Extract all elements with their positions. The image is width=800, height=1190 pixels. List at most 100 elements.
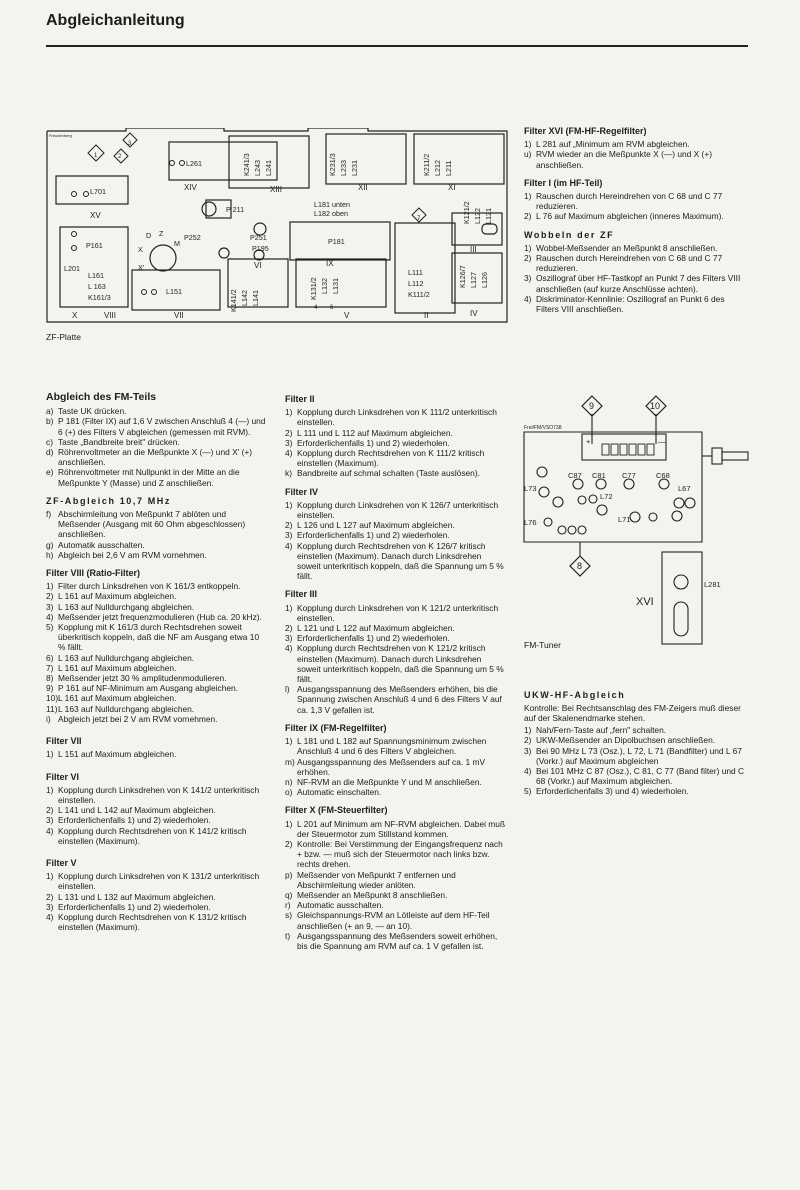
list-item: 4)Kopplung durch Rechtsdrehen von K 141/… [46, 826, 268, 846]
label-p161: P161 [86, 241, 103, 250]
item-text: Gleichspannungs-RVM an Lötleiste auf dem… [297, 910, 490, 931]
list-item: 4)Bei 101 MHz C 87 (Osz.), C 81, C 77 (B… [524, 766, 748, 786]
column-2: Filter II 1)Kopplung durch Linksdrehen v… [285, 394, 507, 951]
item-text: Kopplung durch Linksdrehen von K 111/2 u… [297, 407, 497, 428]
fm-tuner-diagram: Frei/FM/VSO738 9 10 8 + — C87 C81 C77 C6… [523, 395, 749, 645]
item-text: Röhrenvoltmeter an die Meßpunkte X (—) u… [58, 447, 253, 468]
item-key: t) [285, 930, 291, 941]
item-text: Automatic einschalten. [297, 787, 382, 798]
item-text: Abgleich jetzt bei 2 V am RVM vornehmen. [58, 713, 218, 724]
list-item: 5) Kopplung mit K 161/3 durch Rechtsdrehe… [46, 622, 268, 653]
item-text: Filter durch Linksdrehen von K 161/3 ent… [58, 581, 241, 592]
label-k1267: K126/7 [458, 265, 467, 288]
item-text: Bei 101 MHz C 87 (Osz.), C 81, C 77 (Ban… [536, 765, 745, 787]
item-text: L 163 auf Nulldurchgang abgleichen. [58, 652, 195, 663]
fm-heading: Abgleich des FM-Teils [46, 391, 157, 403]
zf-diagram-caption: ZF-Platte [46, 332, 81, 342]
item-text: Bandbreite auf schmal schalten (Taste au… [297, 468, 480, 479]
marker-1: 1 [94, 153, 98, 159]
item-text: L 151 auf Maximum abgleichen. [58, 749, 177, 760]
item-key: 5) [524, 786, 532, 797]
label-l122: L122 [473, 208, 482, 224]
item-key: q) [285, 889, 293, 900]
list-item: 2)Rauschen durch Hereindrehen von C 68 u… [524, 253, 748, 273]
tuner-maker-label: Frei/FM/VSO738 [524, 425, 562, 431]
item-key: p) [285, 869, 293, 880]
list-item: 3)L 163 auf Nulldurchgang abgleichen. [46, 602, 268, 612]
list-item: 2)L 161 auf Maximum abgleichen. [46, 591, 268, 601]
roman-xi: XI [448, 183, 456, 192]
item-key: 5) [46, 622, 54, 633]
filter-i-heading: Filter I (im HF-Teil) [524, 177, 603, 188]
item-text: P 161 auf NF-Minimum am Ausgang abgleich… [58, 683, 239, 694]
item-text: Rauschen durch Hereindrehen von C 68 und… [536, 191, 723, 212]
list-item: 3)Erforderlichenfalls 1) und 2) wiederho… [285, 633, 507, 643]
filter-viii-items: 1) Filter durch Linksdrehen von K 161/3 e… [46, 581, 268, 724]
list-item: g)Automatik ausschalten. [46, 540, 268, 550]
item-key: 1) [524, 242, 532, 253]
label-l127: L127 [469, 272, 478, 288]
label-z: Z [159, 229, 164, 238]
item-key: 1) [46, 581, 54, 592]
item-key: 3) [46, 601, 54, 612]
label-l241: L241 [264, 160, 273, 176]
item-text: Ausgangsspannung des Meßsenders soweit e… [297, 930, 498, 951]
filter-iii-items: 1)Kopplung durch Linksdrehen von K 121/2… [285, 603, 507, 715]
column-1: Abgleich des FM-Teils a)Taste UK drücken… [46, 392, 268, 932]
fm-items: a)Taste UK drücken.b)P 181 (Filter IX) a… [46, 406, 268, 488]
label-l111: L111 [408, 268, 423, 277]
label-c77: C77 [622, 471, 636, 480]
label-pt4: 4 [314, 305, 318, 311]
label-l71: L71 [618, 515, 631, 524]
list-item: 11)L 163 auf Nulldurchgang abgleichen. [46, 704, 268, 714]
list-item: h)Abgleich bei 2,6 V am RVM vornehmen. [46, 550, 268, 560]
label-k2313: K231/3 [328, 153, 337, 176]
item-key: n) [285, 776, 293, 787]
label-l231: L231 [350, 160, 359, 176]
item-text: RVM wieder an die Meßpunkte X (—) und X … [536, 149, 713, 170]
list-item: 2)L 131 und L 132 auf Maximum abgleichen… [46, 892, 268, 902]
list-item: 2)L 76 auf Maximum abgleichen (inneres M… [524, 211, 748, 221]
item-key: o) [285, 787, 293, 798]
item-key: 1) [285, 499, 293, 510]
item-text: Kopplung durch Rechtsdrehen von K 141/2 … [58, 825, 247, 846]
label-l281: L281 [704, 580, 721, 589]
item-key: u) [524, 149, 532, 160]
list-item: 3)Erforderlichenfalls 1) und 2) wiederho… [285, 438, 507, 448]
list-item: 1)Kopplung durch Linksdrehen von K 141/2… [46, 785, 268, 805]
item-key: 1) [46, 784, 54, 795]
item-text: L 131 und L 132 auf Maximum abgleichen. [58, 891, 216, 902]
roman-ix: IX [326, 259, 334, 268]
label-l701: L701 [90, 187, 106, 196]
filter-vi-items: 1)Kopplung durch Linksdrehen von K 141/2… [46, 785, 268, 846]
item-key: 10) [46, 693, 59, 704]
ukw-heading: UKW-HF-Abgleich [524, 690, 626, 700]
roman-v: V [344, 311, 350, 320]
item-text: L 163 auf Nulldurchgang abgleichen. [58, 703, 195, 714]
item-text: Kopplung durch Rechtsdrehen von K 131/2 … [58, 911, 247, 933]
item-text: Erforderlichenfalls 3) und 4) wiederhole… [536, 786, 689, 797]
ukw-section: UKW-HF-Abgleich Kontrolle: Bei Rechtsans… [524, 690, 748, 797]
label-pt6: 6 [330, 305, 334, 311]
title-rule [46, 45, 748, 47]
label-p251: P251 [250, 233, 267, 242]
item-text: Diskriminator-Kennlinie: Oszillograf an … [536, 293, 725, 315]
item-text: L 161 auf Maximum abgleichen. [58, 591, 177, 602]
label-xvi: XVI [636, 596, 654, 608]
label-k1412: K141/2 [229, 289, 238, 312]
list-item: i)Abgleich jetzt bei 2 V am RVM vornehme… [46, 714, 268, 724]
filter-vii-heading: Filter VII [46, 736, 82, 747]
list-item: 2)L 111 und L 112 auf Maximum abgleichen… [285, 428, 507, 438]
wobbeln-heading: Wobbeln der ZF [524, 229, 615, 240]
item-key: 4) [285, 540, 293, 551]
item-text: Erforderlichenfalls 1) und 2) wiederhole… [297, 530, 450, 541]
label-l182: L182 oben [314, 209, 348, 218]
item-text: Kopplung mit K 161/3 durch Rechtsdrehen … [58, 622, 260, 653]
list-item: 3)Erforderlichenfalls 1) und 2) wiederho… [46, 815, 268, 825]
item-text: Kopplung durch Rechtsdrehen von K 111/2 … [297, 448, 485, 469]
item-key: 1) [285, 407, 293, 418]
item-key: 2) [285, 520, 293, 531]
item-key: 1) [46, 749, 54, 760]
wobbeln-items: 1)Wobbel-Meßsender an Meßpunkt 8 anschli… [524, 243, 748, 314]
filter-v-items: 1)Kopplung durch Linksdrehen von K 131/2… [46, 871, 268, 932]
